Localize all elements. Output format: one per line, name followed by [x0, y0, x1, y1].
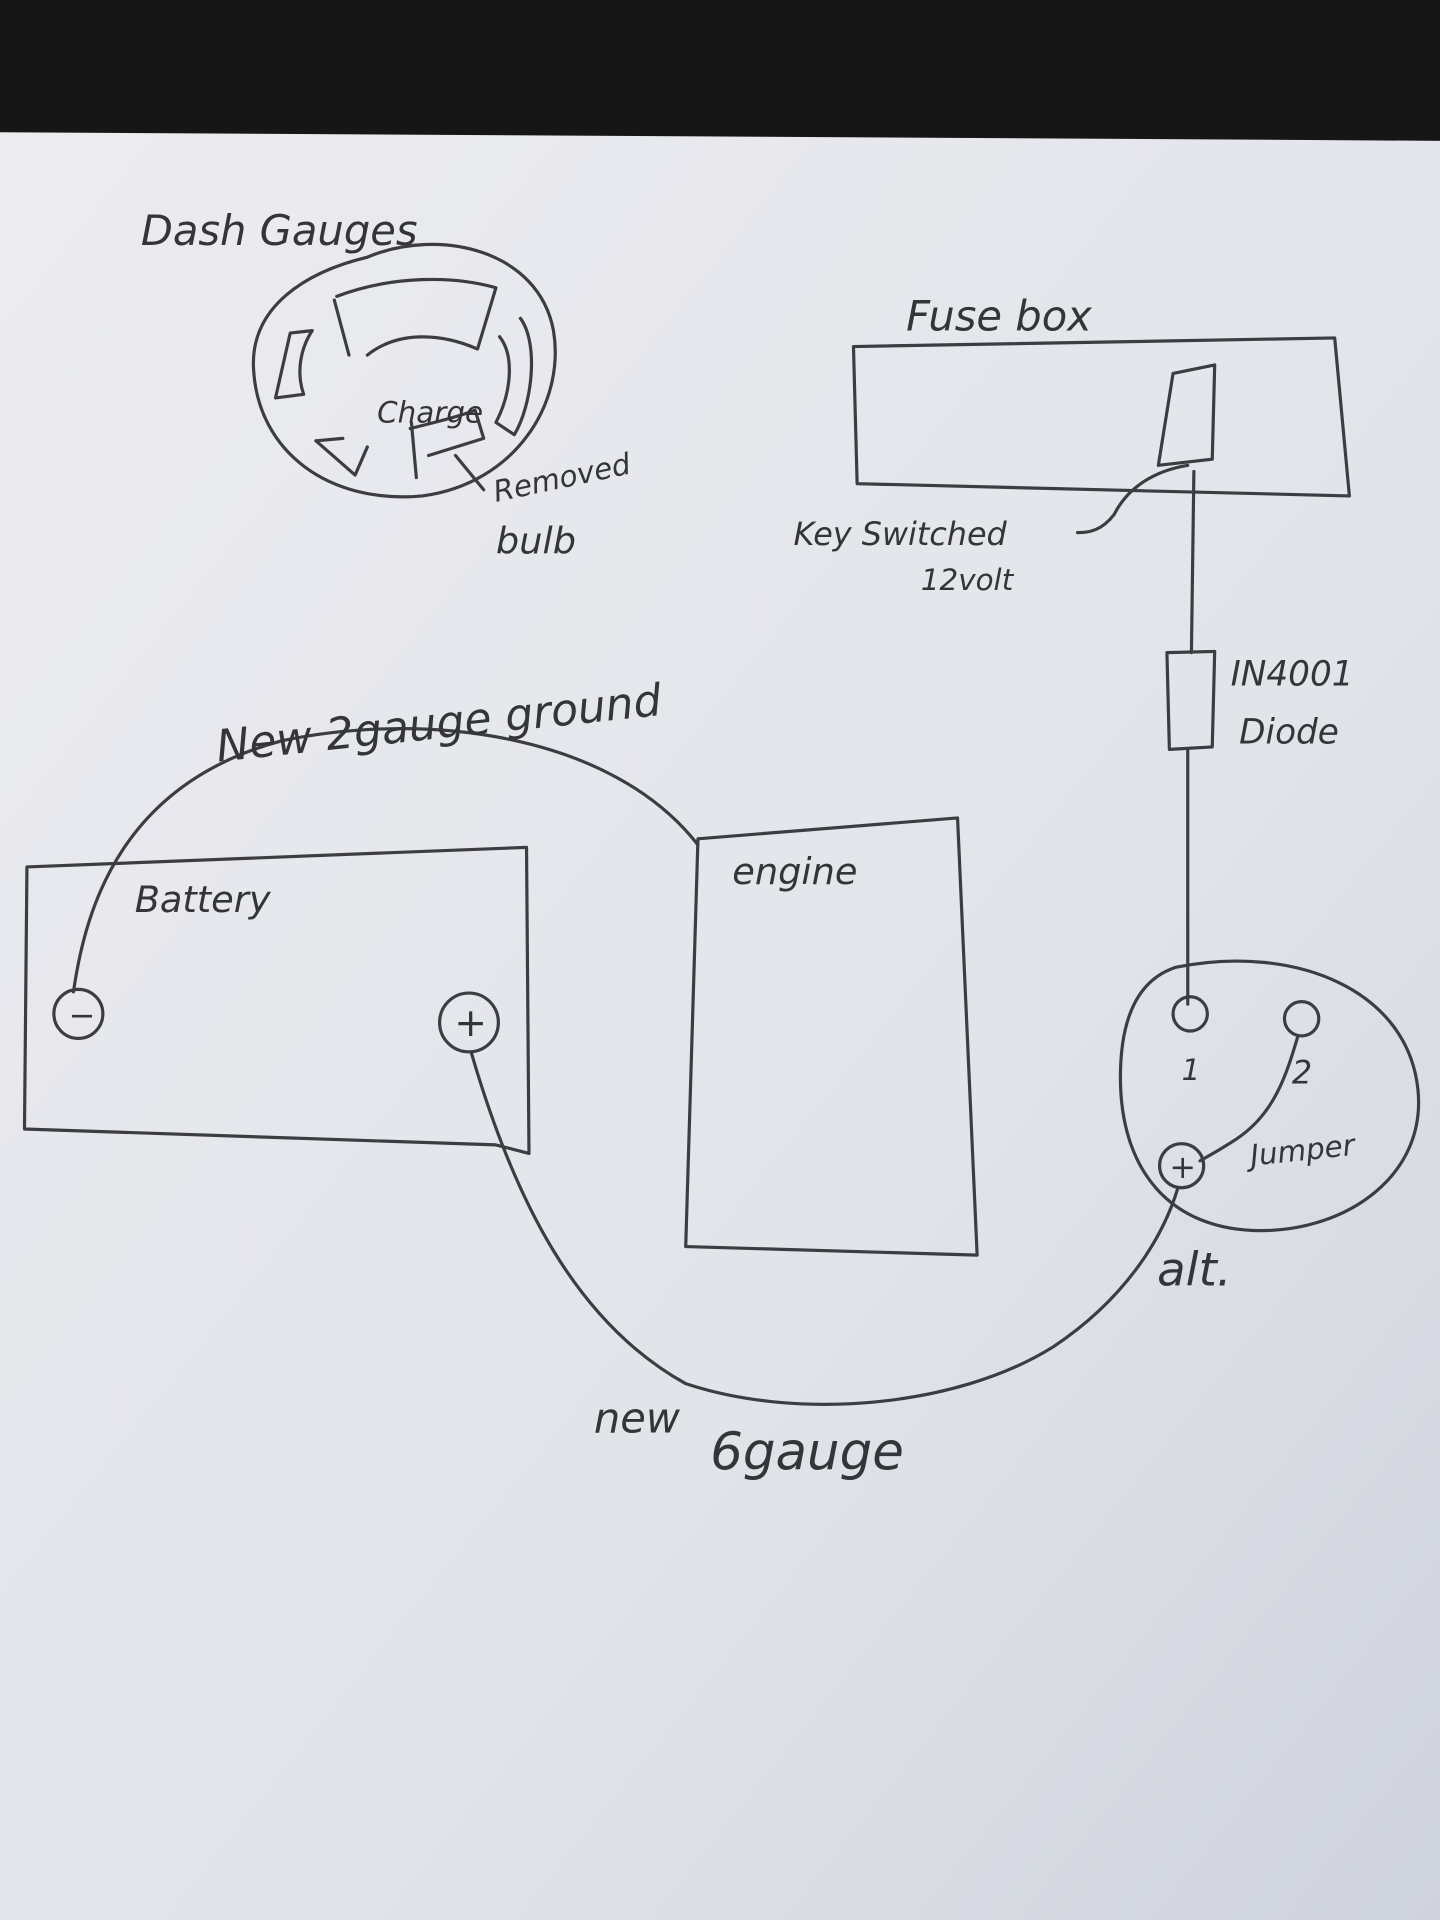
battery-positive-label: + — [454, 1001, 487, 1046]
charge-wire: new 6gauge — [469, 1051, 1180, 1482]
fuse-box-label: Fuse box — [906, 292, 1092, 341]
diode-part-label: IN4001 — [1231, 655, 1354, 695]
charge-wire-gauge-label: 6gauge — [710, 1422, 904, 1482]
alternator-label: alt. — [1157, 1243, 1231, 1297]
engine: engine — [684, 816, 979, 1257]
key-switched-12volt-label: 12volt — [921, 563, 1015, 597]
battery-label: Battery — [135, 878, 272, 921]
engine-label: engine — [732, 850, 857, 893]
fuse-box: Fuse box Key Switched 12volt — [793, 292, 1351, 597]
alt-terminal-2-label: 2 — [1292, 1054, 1312, 1092]
battery-negative-terminal — [52, 987, 105, 1040]
diode-wire: IN4001 Diode — [1165, 469, 1354, 1006]
battery-negative-label: − — [69, 996, 96, 1034]
alt-terminal-1-label: 1 — [1182, 1053, 1201, 1087]
dash-gauges-label: Dash Gauges — [141, 206, 418, 255]
alt-terminal-1 — [1171, 995, 1209, 1033]
diode-label: Diode — [1239, 712, 1339, 752]
diode-symbol — [1165, 649, 1217, 751]
key-switched-label: Key Switched — [793, 515, 1007, 553]
battery: Battery − + — [22, 845, 531, 1156]
removed-bulb-label-2: bulb — [496, 519, 576, 562]
alt-positive-label: + — [1169, 1148, 1196, 1186]
charge-label: Charge — [377, 395, 483, 429]
paper-sheet — [0, 132, 1440, 1920]
battery-positive-terminal — [438, 991, 500, 1054]
alt-positive-terminal — [1158, 1142, 1206, 1190]
charge-wire-label: new — [594, 1394, 681, 1443]
alt-terminal-2 — [1282, 1000, 1321, 1038]
